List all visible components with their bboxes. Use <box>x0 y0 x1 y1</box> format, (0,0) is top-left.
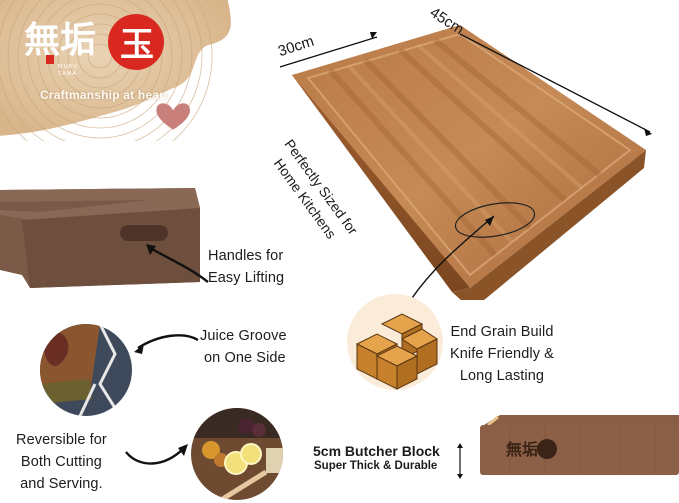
handles-feature-label: Handles for Easy Lifting <box>208 248 285 286</box>
cutting-board-image <box>269 20 679 310</box>
brand-tagline: Craftmanship at heart <box>40 88 169 102</box>
red-seal-icon <box>108 14 164 70</box>
juice-arrow-icon <box>134 334 199 354</box>
brand-logo-splash: 無垢 玉 <box>0 0 240 169</box>
butcher-block-title: 5cm Butcher Block <box>313 443 440 459</box>
reversible-arrow-icon <box>125 444 188 465</box>
handle-board-image <box>0 180 210 295</box>
butcher-block-subtitle: Super Thick & Durable <box>314 460 438 472</box>
juice-groove-feature-label: Juice Groove on One Side <box>200 328 287 366</box>
juice-groove-photo <box>40 324 132 416</box>
svg-text:無垢: 無垢 <box>506 440 538 459</box>
end-grain-icon <box>347 294 443 390</box>
svg-text:玉: 玉 <box>120 25 154 65</box>
end-grain-feature-label: End Grain Build Knife Friendly & Long La… <box>450 324 554 384</box>
brand-romanized: MUKU TAMA <box>58 64 79 77</box>
reversible-feature-label: Reversible for Both Cutting and Serving. <box>16 432 107 492</box>
svg-text:無垢: 無垢 <box>24 19 96 61</box>
serving-photo <box>191 408 283 500</box>
thick-board-image: 無垢 <box>470 415 679 479</box>
brand-emblem-icon <box>537 439 557 459</box>
thickness-arrow-icon <box>457 443 463 479</box>
